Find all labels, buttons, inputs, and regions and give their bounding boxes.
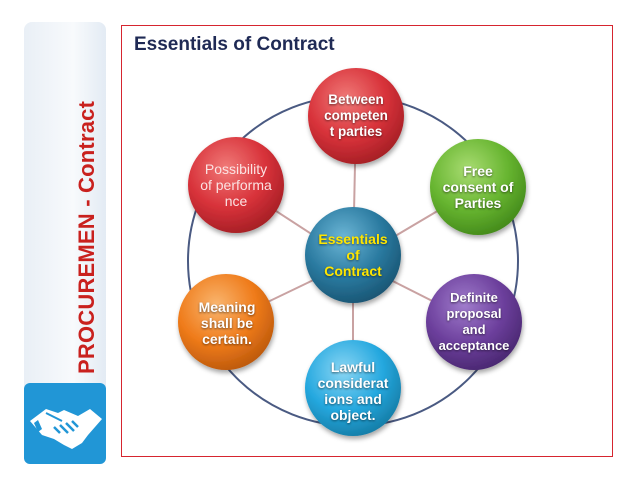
node-between-label: Between competen t parties (324, 92, 388, 139)
logo (24, 383, 106, 464)
node-free-label: Free consent of Parties (442, 163, 514, 211)
node-between-circle (308, 68, 404, 164)
center-label: Essentials of Contract (318, 231, 388, 279)
slide-title: Essentials of Contract (134, 34, 335, 55)
node-meaning-circle (178, 274, 274, 370)
node-definite-label: Definite proposal and acceptance (438, 290, 510, 353)
node-meaning-label: Meaning shall be certain. (198, 299, 256, 347)
node-possibility-circle (188, 137, 284, 233)
node-definite-circle (426, 274, 522, 370)
node-lawful-label: Lawful considerat ions and object. (317, 359, 389, 423)
content-frame (121, 25, 613, 457)
node-possibility-label: Possibility of performa nce (200, 161, 272, 209)
node-free-circle (430, 139, 526, 235)
center-circle (305, 207, 401, 303)
handshake-icon (30, 409, 102, 449)
node-lawful-circle (305, 340, 401, 436)
